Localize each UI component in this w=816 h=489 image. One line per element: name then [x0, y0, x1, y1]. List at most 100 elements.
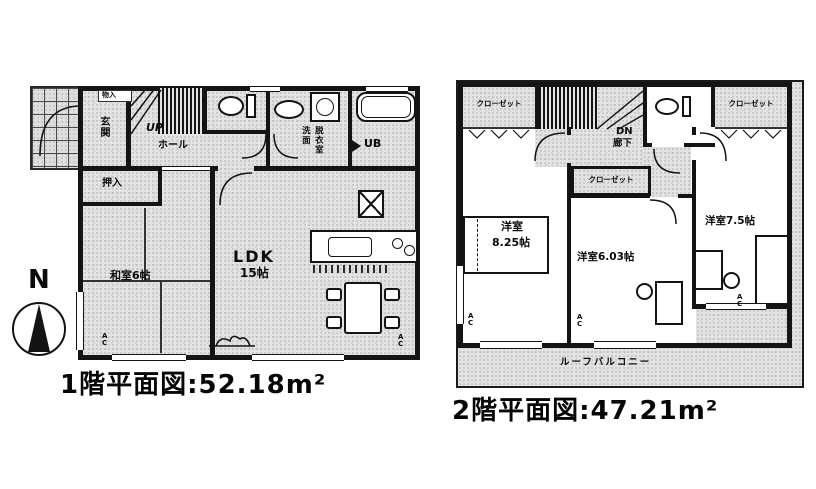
- refrigerator-icon: [358, 190, 384, 218]
- up-label: UP: [146, 121, 163, 134]
- bifold-door-icon: [468, 129, 530, 139]
- tatami-line: [144, 208, 146, 280]
- ldk-size-label: 15帖: [240, 266, 269, 280]
- plant-icon: [209, 335, 255, 347]
- stove-burner-icon: [404, 245, 415, 256]
- room-left-name-label: 洋室: [501, 220, 523, 233]
- entrance-storage-box: [98, 90, 132, 102]
- entrance-storage-label: 物入: [102, 91, 116, 99]
- chair: [723, 272, 740, 289]
- hallway: [535, 129, 643, 167]
- sliding-door: [162, 166, 210, 171]
- stairs-stripes: [158, 88, 204, 134]
- north-label: N: [28, 265, 50, 295]
- tatami-line: [83, 280, 210, 282]
- door-arc-icon: [699, 132, 727, 162]
- floor2-caption: 2階平面図:47.21m²: [452, 396, 719, 426]
- window: [250, 86, 280, 92]
- door-arc-icon: [241, 133, 267, 159]
- closet-left-label: クローゼット: [476, 99, 522, 108]
- window: [366, 86, 408, 92]
- floor1-outline: [78, 86, 420, 360]
- wall: [692, 160, 696, 309]
- closet-front-line: [463, 127, 535, 129]
- wall: [266, 86, 270, 168]
- wall: [643, 143, 652, 147]
- wall: [78, 166, 162, 171]
- stove-burner-icon: [392, 238, 403, 249]
- north-arrow-icon: [28, 304, 50, 352]
- door-arc-icon: [273, 133, 299, 159]
- sink-icon: [274, 100, 304, 119]
- chair: [636, 283, 653, 300]
- window: [112, 354, 186, 361]
- wall: [207, 130, 270, 134]
- dn-label: DN: [616, 126, 633, 137]
- wall: [692, 127, 696, 135]
- chair: [326, 316, 342, 329]
- wall: [567, 163, 571, 343]
- room-left-size-label: 8.25帖: [492, 236, 531, 249]
- closet-right: [715, 87, 787, 127]
- hallway: [643, 147, 691, 197]
- closet-middle-label: クローゼット: [588, 175, 634, 184]
- roof-balcony-label: ルーフバルコニー: [560, 357, 652, 368]
- unit-bath-label: UB: [364, 137, 382, 150]
- toilet-icon: [655, 98, 679, 115]
- hall-label: 廊下: [613, 138, 633, 149]
- window: [706, 303, 766, 310]
- ac-label: AC: [737, 293, 743, 308]
- desk: [694, 250, 723, 290]
- compass-circle: [12, 302, 66, 356]
- bed-pillow-line: [477, 219, 479, 271]
- toilet-tank-icon: [682, 96, 691, 117]
- toilet-tank-icon: [246, 94, 256, 118]
- wall: [78, 202, 162, 206]
- toilet-icon: [218, 96, 244, 116]
- dining-table: [344, 282, 382, 334]
- window: [76, 292, 84, 350]
- kitchen-sink-icon: [328, 237, 372, 257]
- window: [456, 266, 464, 324]
- stairs-stripes: [539, 87, 597, 129]
- roof-balcony-inner: [696, 309, 787, 343]
- washing-machine-drum-icon: [316, 98, 334, 116]
- chair: [384, 316, 400, 329]
- closet-front-line: [715, 127, 787, 129]
- wall: [567, 127, 571, 135]
- door-arc-icon: [219, 172, 253, 206]
- door-arc-icon: [649, 199, 677, 225]
- wall: [203, 86, 207, 134]
- stairs-winder-icon: [596, 90, 644, 130]
- entrance-label: 玄関: [98, 116, 109, 138]
- chair: [384, 288, 400, 301]
- stairs-winder-icon: [130, 87, 162, 135]
- wall: [210, 171, 215, 360]
- wall: [348, 86, 352, 168]
- door-arc-icon: [534, 132, 566, 162]
- bed: [755, 235, 789, 305]
- closet-label: 押入: [102, 178, 122, 189]
- ac-label: AC: [468, 312, 474, 327]
- wall: [684, 143, 715, 147]
- ac-label: AC: [577, 313, 583, 328]
- hall-label: ホール: [158, 140, 188, 151]
- closet-left: [463, 87, 535, 127]
- wall: [158, 166, 162, 206]
- wall: [711, 87, 715, 127]
- room-right-label: 洋室7.5帖: [705, 215, 756, 227]
- japanese-room-label: 和室6帖: [110, 269, 151, 282]
- desk: [655, 281, 683, 325]
- wall: [210, 166, 218, 171]
- wall: [126, 86, 131, 168]
- entrance-door-arc-icon: [39, 105, 79, 157]
- tatami-line: [160, 282, 162, 353]
- window: [594, 341, 656, 349]
- closet-right-label: クローゼット: [728, 99, 774, 108]
- washroom-label-col2: 脱衣室: [313, 126, 324, 155]
- counter-edge: [313, 265, 389, 273]
- bifold-door-icon: [720, 129, 782, 139]
- window: [252, 354, 344, 361]
- ac-label: AC: [102, 332, 108, 347]
